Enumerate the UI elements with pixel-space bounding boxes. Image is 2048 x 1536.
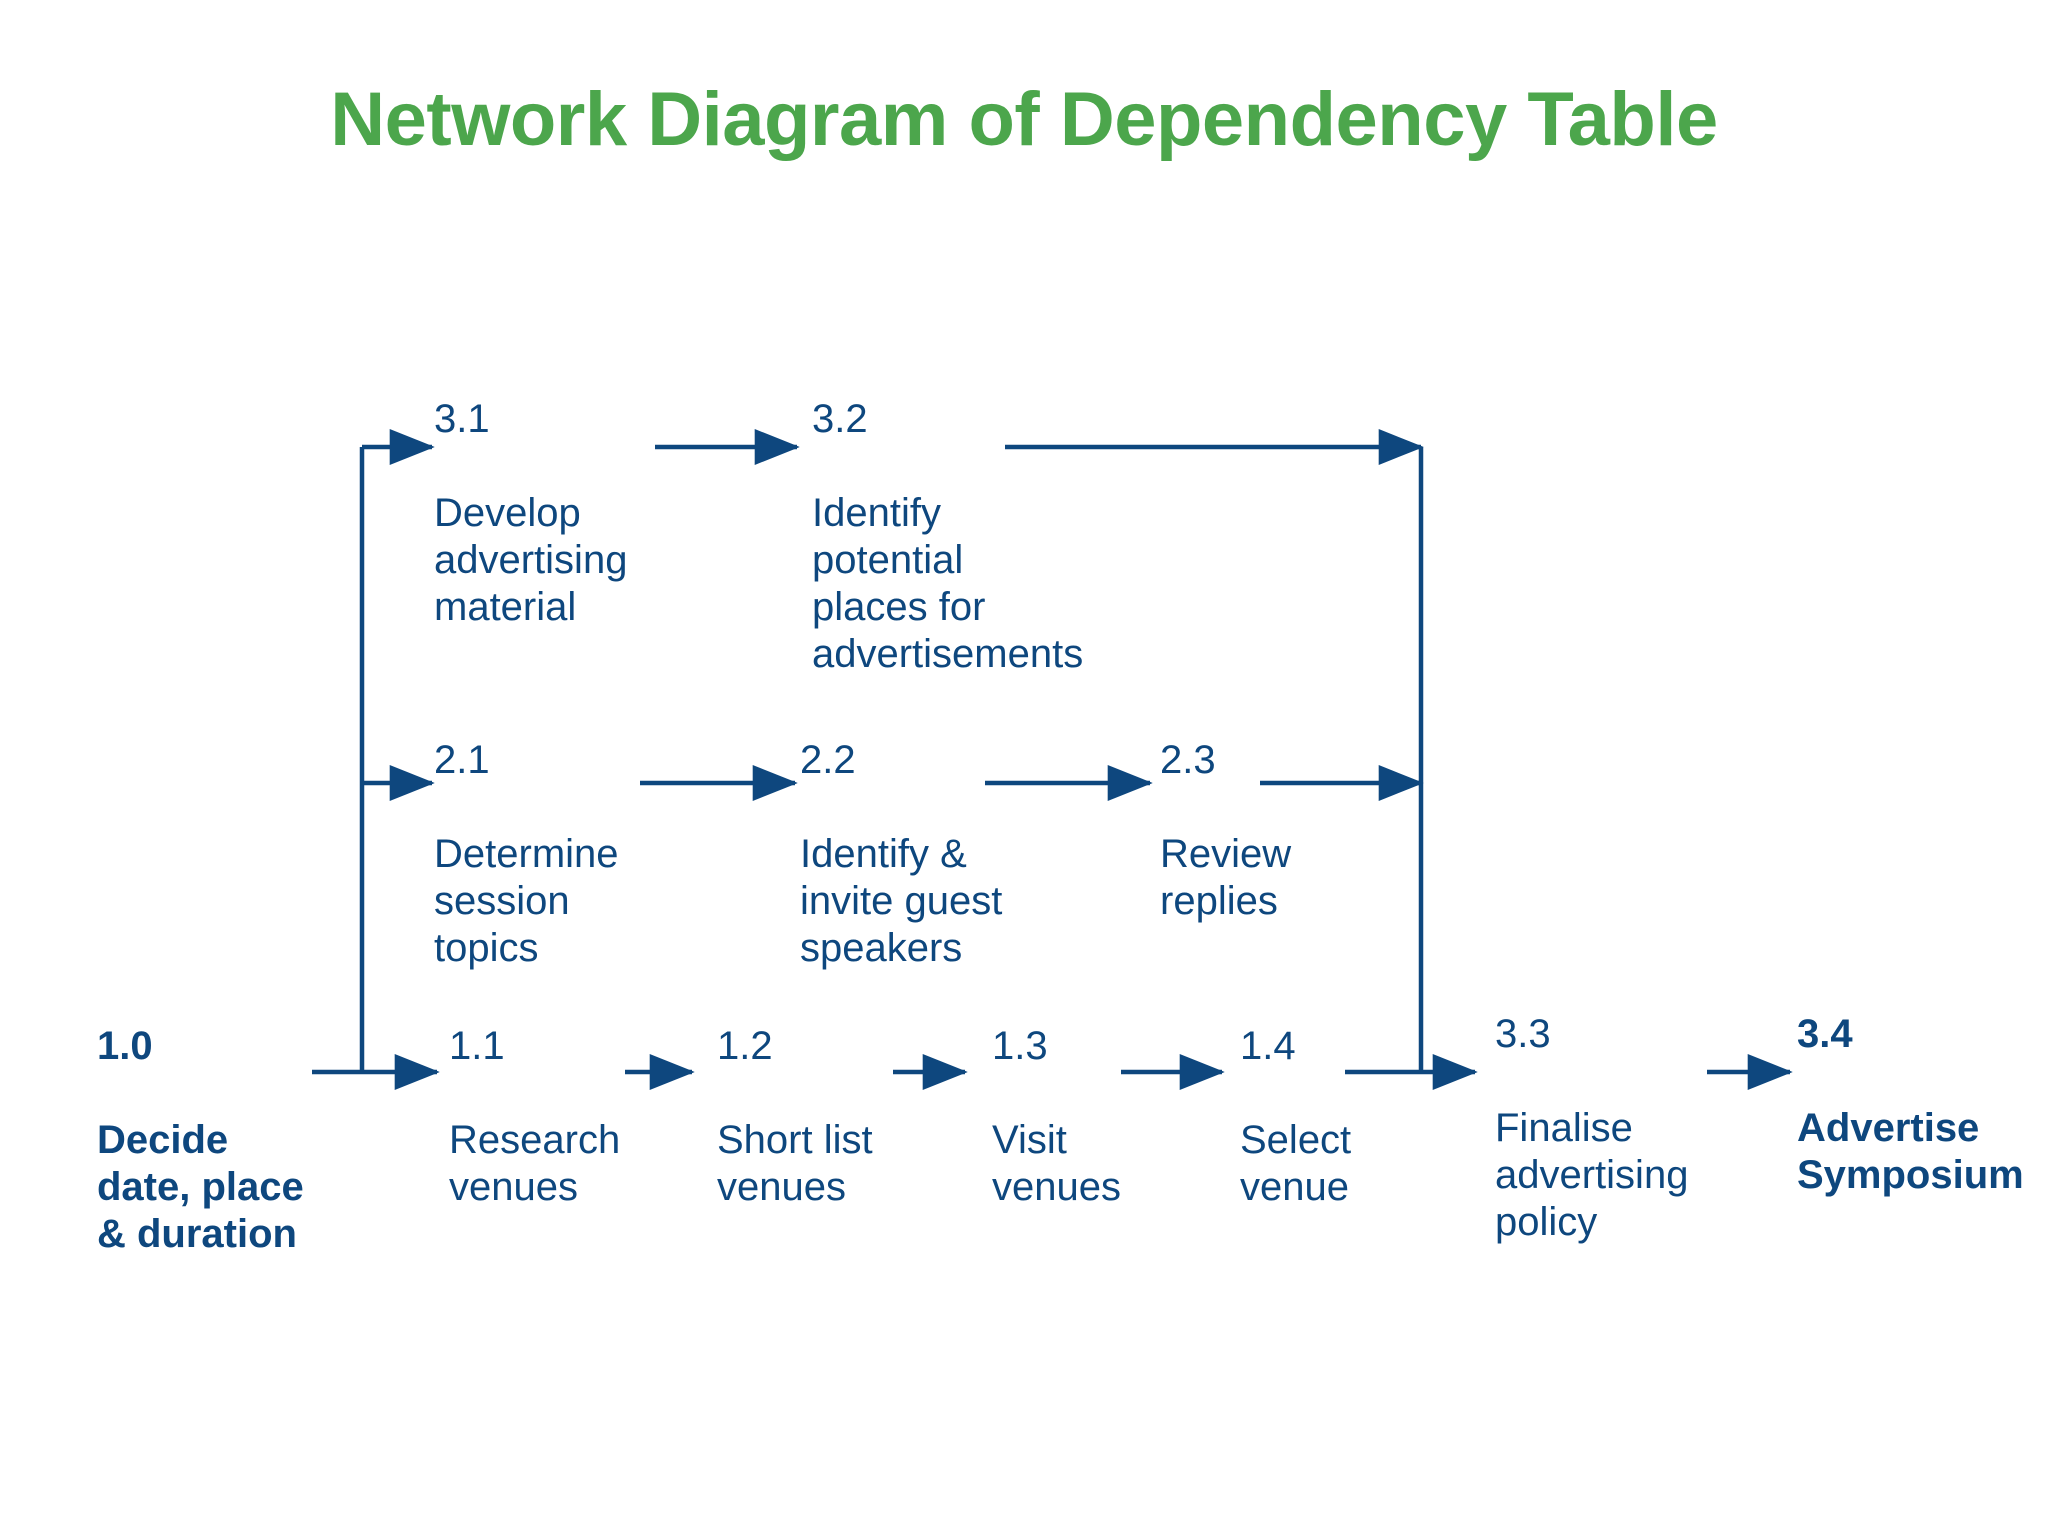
node-2-3-number: 2.3 — [1160, 738, 1216, 782]
node-1-3-label: Visit venues — [992, 1118, 1121, 1209]
node-1-1-number: 1.1 — [449, 1024, 505, 1068]
node-1-3-number: 1.3 — [992, 1024, 1048, 1068]
node-1-4[interactable]: 1.4 Select venue — [1240, 976, 1351, 1258]
node-3-2-label: Identify potential places for advertisem… — [812, 491, 1084, 676]
node-3-1-label: Develop advertising material — [434, 491, 628, 629]
node-1-4-number: 1.4 — [1240, 1024, 1296, 1068]
node-3-3[interactable]: 3.3 Finalise advertising policy — [1495, 964, 1688, 1293]
node-2-1-label: Determine session topics — [434, 832, 619, 970]
node-2-3-label: Review replies — [1160, 832, 1292, 923]
node-2-2-number: 2.2 — [800, 738, 856, 782]
node-1-0[interactable]: 1.0 Decide date, place & duration — [97, 976, 304, 1305]
node-1-4-label: Select venue — [1240, 1118, 1352, 1209]
node-2-3[interactable]: 2.3 Review replies — [1160, 690, 1291, 972]
page-title: Network Diagram of Dependency Table — [330, 77, 1718, 162]
node-3-3-label: Finalise advertising policy — [1495, 1106, 1689, 1244]
node-1-0-label: Decide date, place & duration — [97, 1118, 304, 1256]
node-2-2-label: Identify & invite guest speakers — [800, 832, 1003, 970]
node-1-3[interactable]: 1.3 Visit venues — [992, 976, 1121, 1258]
node-1-2-number: 1.2 — [717, 1024, 773, 1068]
node-2-1[interactable]: 2.1 Determine session topics — [434, 690, 619, 1019]
node-1-1-label: Research venues — [449, 1118, 621, 1209]
node-2-1-number: 2.1 — [434, 738, 490, 782]
node-1-1[interactable]: 1.1 Research venues — [449, 976, 620, 1258]
node-1-2[interactable]: 1.2 Short list venues — [717, 976, 873, 1258]
node-3-3-number: 3.3 — [1495, 1012, 1551, 1056]
node-3-4-label: Advertise Symposium — [1797, 1106, 2024, 1197]
node-1-0-number: 1.0 — [97, 1024, 153, 1068]
node-1-2-label: Short list venues — [717, 1118, 873, 1209]
node-3-4-number: 3.4 — [1797, 1012, 1853, 1056]
node-3-4[interactable]: 3.4 Advertise Symposium — [1797, 964, 2024, 1246]
node-3-2[interactable]: 3.2 Identify potential places for advert… — [812, 349, 1083, 725]
node-3-2-number: 3.2 — [812, 397, 868, 441]
node-3-1[interactable]: 3.1 Develop advertising material — [434, 349, 627, 678]
node-2-2[interactable]: 2.2 Identify & invite guest speakers — [800, 690, 1002, 1019]
node-3-1-number: 3.1 — [434, 397, 490, 441]
